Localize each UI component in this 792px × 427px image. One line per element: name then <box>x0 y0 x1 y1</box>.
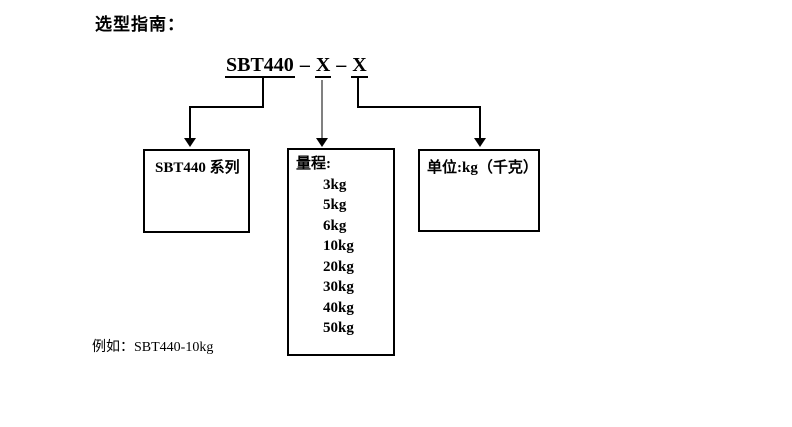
range-option: 20kg <box>323 258 354 275</box>
connector-range-drop <box>321 80 323 138</box>
formula-base: SBT440 <box>225 54 295 78</box>
range-option: 5kg <box>323 197 347 213</box>
formula-separator-1: – <box>299 54 310 76</box>
range-option: 3kg <box>323 176 347 193</box>
series-box: SBT440 系列 <box>143 149 250 233</box>
example-value: SBT440-10kg <box>134 340 214 355</box>
range-box-label: 量程: <box>296 156 331 172</box>
unit-box-label: 单位:kg（千克） <box>427 160 538 176</box>
connector-series-stem <box>262 77 264 108</box>
range-option: 50kg <box>323 320 354 336</box>
series-box-label: SBT440 系列 <box>155 160 240 176</box>
range-option: 40kg <box>323 299 354 316</box>
range-option: 10kg <box>323 238 354 254</box>
range-option: 6kg <box>323 217 347 234</box>
arrow-down-icon <box>474 138 486 147</box>
connector-unit-drop <box>479 108 481 138</box>
page-title: 选型指南： <box>95 15 185 34</box>
formula-x2: X <box>351 54 368 78</box>
example-line: 例如：SBT440-10kg <box>92 336 213 356</box>
arrow-down-icon <box>316 138 328 147</box>
formula-separator-2: – <box>336 54 347 76</box>
unit-box: 单位:kg（千克） <box>418 149 540 232</box>
model-number-formula: SBT440–X–X <box>225 54 368 78</box>
range-option: 30kg <box>323 279 354 295</box>
range-box: 量程: 3kg 5kg 6kg 10kg 20kg 30kg 40kg 50kg <box>287 148 395 356</box>
connector-series-horizontal <box>189 106 264 108</box>
connector-unit-horizontal <box>357 106 481 108</box>
arrow-down-icon <box>184 138 196 147</box>
range-option-list: 3kg 5kg 6kg 10kg 20kg 30kg 40kg 50kg <box>296 175 393 339</box>
connector-series-drop <box>189 108 191 138</box>
connector-unit-stem <box>357 78 359 108</box>
formula-x1: X <box>314 54 332 78</box>
example-prefix: 例如： <box>92 340 134 355</box>
